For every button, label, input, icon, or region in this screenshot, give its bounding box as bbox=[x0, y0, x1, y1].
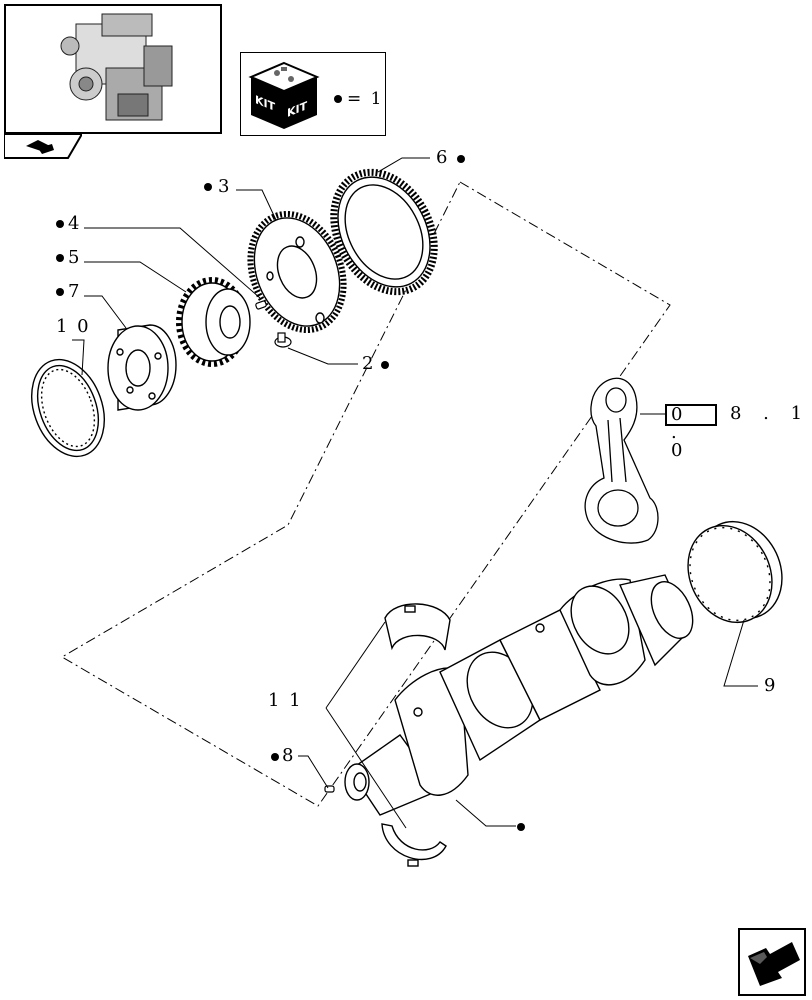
timing-gear-part-5 bbox=[176, 277, 251, 367]
label-part-2[interactable]: 2 bbox=[362, 353, 376, 374]
bearing-shell-lower bbox=[381, 823, 447, 867]
gear-plate-part-3 bbox=[247, 210, 347, 334]
seal-ring-part-10 bbox=[31, 358, 105, 458]
assembly-dashed-outline bbox=[61, 181, 671, 807]
label-part-4[interactable]: 4 bbox=[68, 213, 82, 234]
leader-lines bbox=[72, 157, 758, 829]
page-corner-icon[interactable] bbox=[4, 134, 82, 162]
rear-seal-part-9 bbox=[687, 520, 783, 624]
label-part-9[interactable]: 9 bbox=[764, 675, 778, 696]
kit-legend: KIT KIT = 1 bbox=[240, 52, 386, 136]
connecting-rod bbox=[584, 377, 659, 544]
label-part-8[interactable]: 8 bbox=[282, 745, 296, 766]
bearing-shell-upper bbox=[384, 603, 451, 651]
reference-box[interactable]: 0 . 0 bbox=[665, 404, 717, 460]
label-part-11[interactable]: 1 1 bbox=[268, 690, 303, 711]
engine-icon bbox=[60, 13, 173, 121]
kit-equation: = 1 bbox=[347, 89, 384, 109]
bullet-dot-icon bbox=[334, 95, 342, 103]
next-page-button[interactable] bbox=[738, 928, 806, 996]
spacer-hub-part-7 bbox=[107, 324, 177, 411]
label-part-5[interactable]: 5 bbox=[68, 247, 82, 268]
kit-box-icon bbox=[248, 61, 320, 129]
pin-part-4 bbox=[255, 300, 267, 310]
next-page-arrow-icon bbox=[748, 942, 800, 986]
screw-part-2 bbox=[274, 332, 292, 348]
label-part-7[interactable]: 7 bbox=[68, 281, 82, 302]
ring-gear-part-6 bbox=[330, 168, 438, 296]
pin-part-8 bbox=[324, 785, 335, 793]
label-part-3[interactable]: 3 bbox=[218, 176, 232, 197]
crankshaft bbox=[344, 574, 694, 816]
engine-thumbnail[interactable] bbox=[4, 4, 222, 134]
bullet-dots bbox=[56, 155, 525, 831]
reference-suffix[interactable]: 8 . 1 bbox=[730, 403, 811, 424]
label-part-10[interactable]: 1 0 bbox=[56, 316, 91, 337]
label-part-6[interactable]: 6 bbox=[436, 147, 450, 168]
